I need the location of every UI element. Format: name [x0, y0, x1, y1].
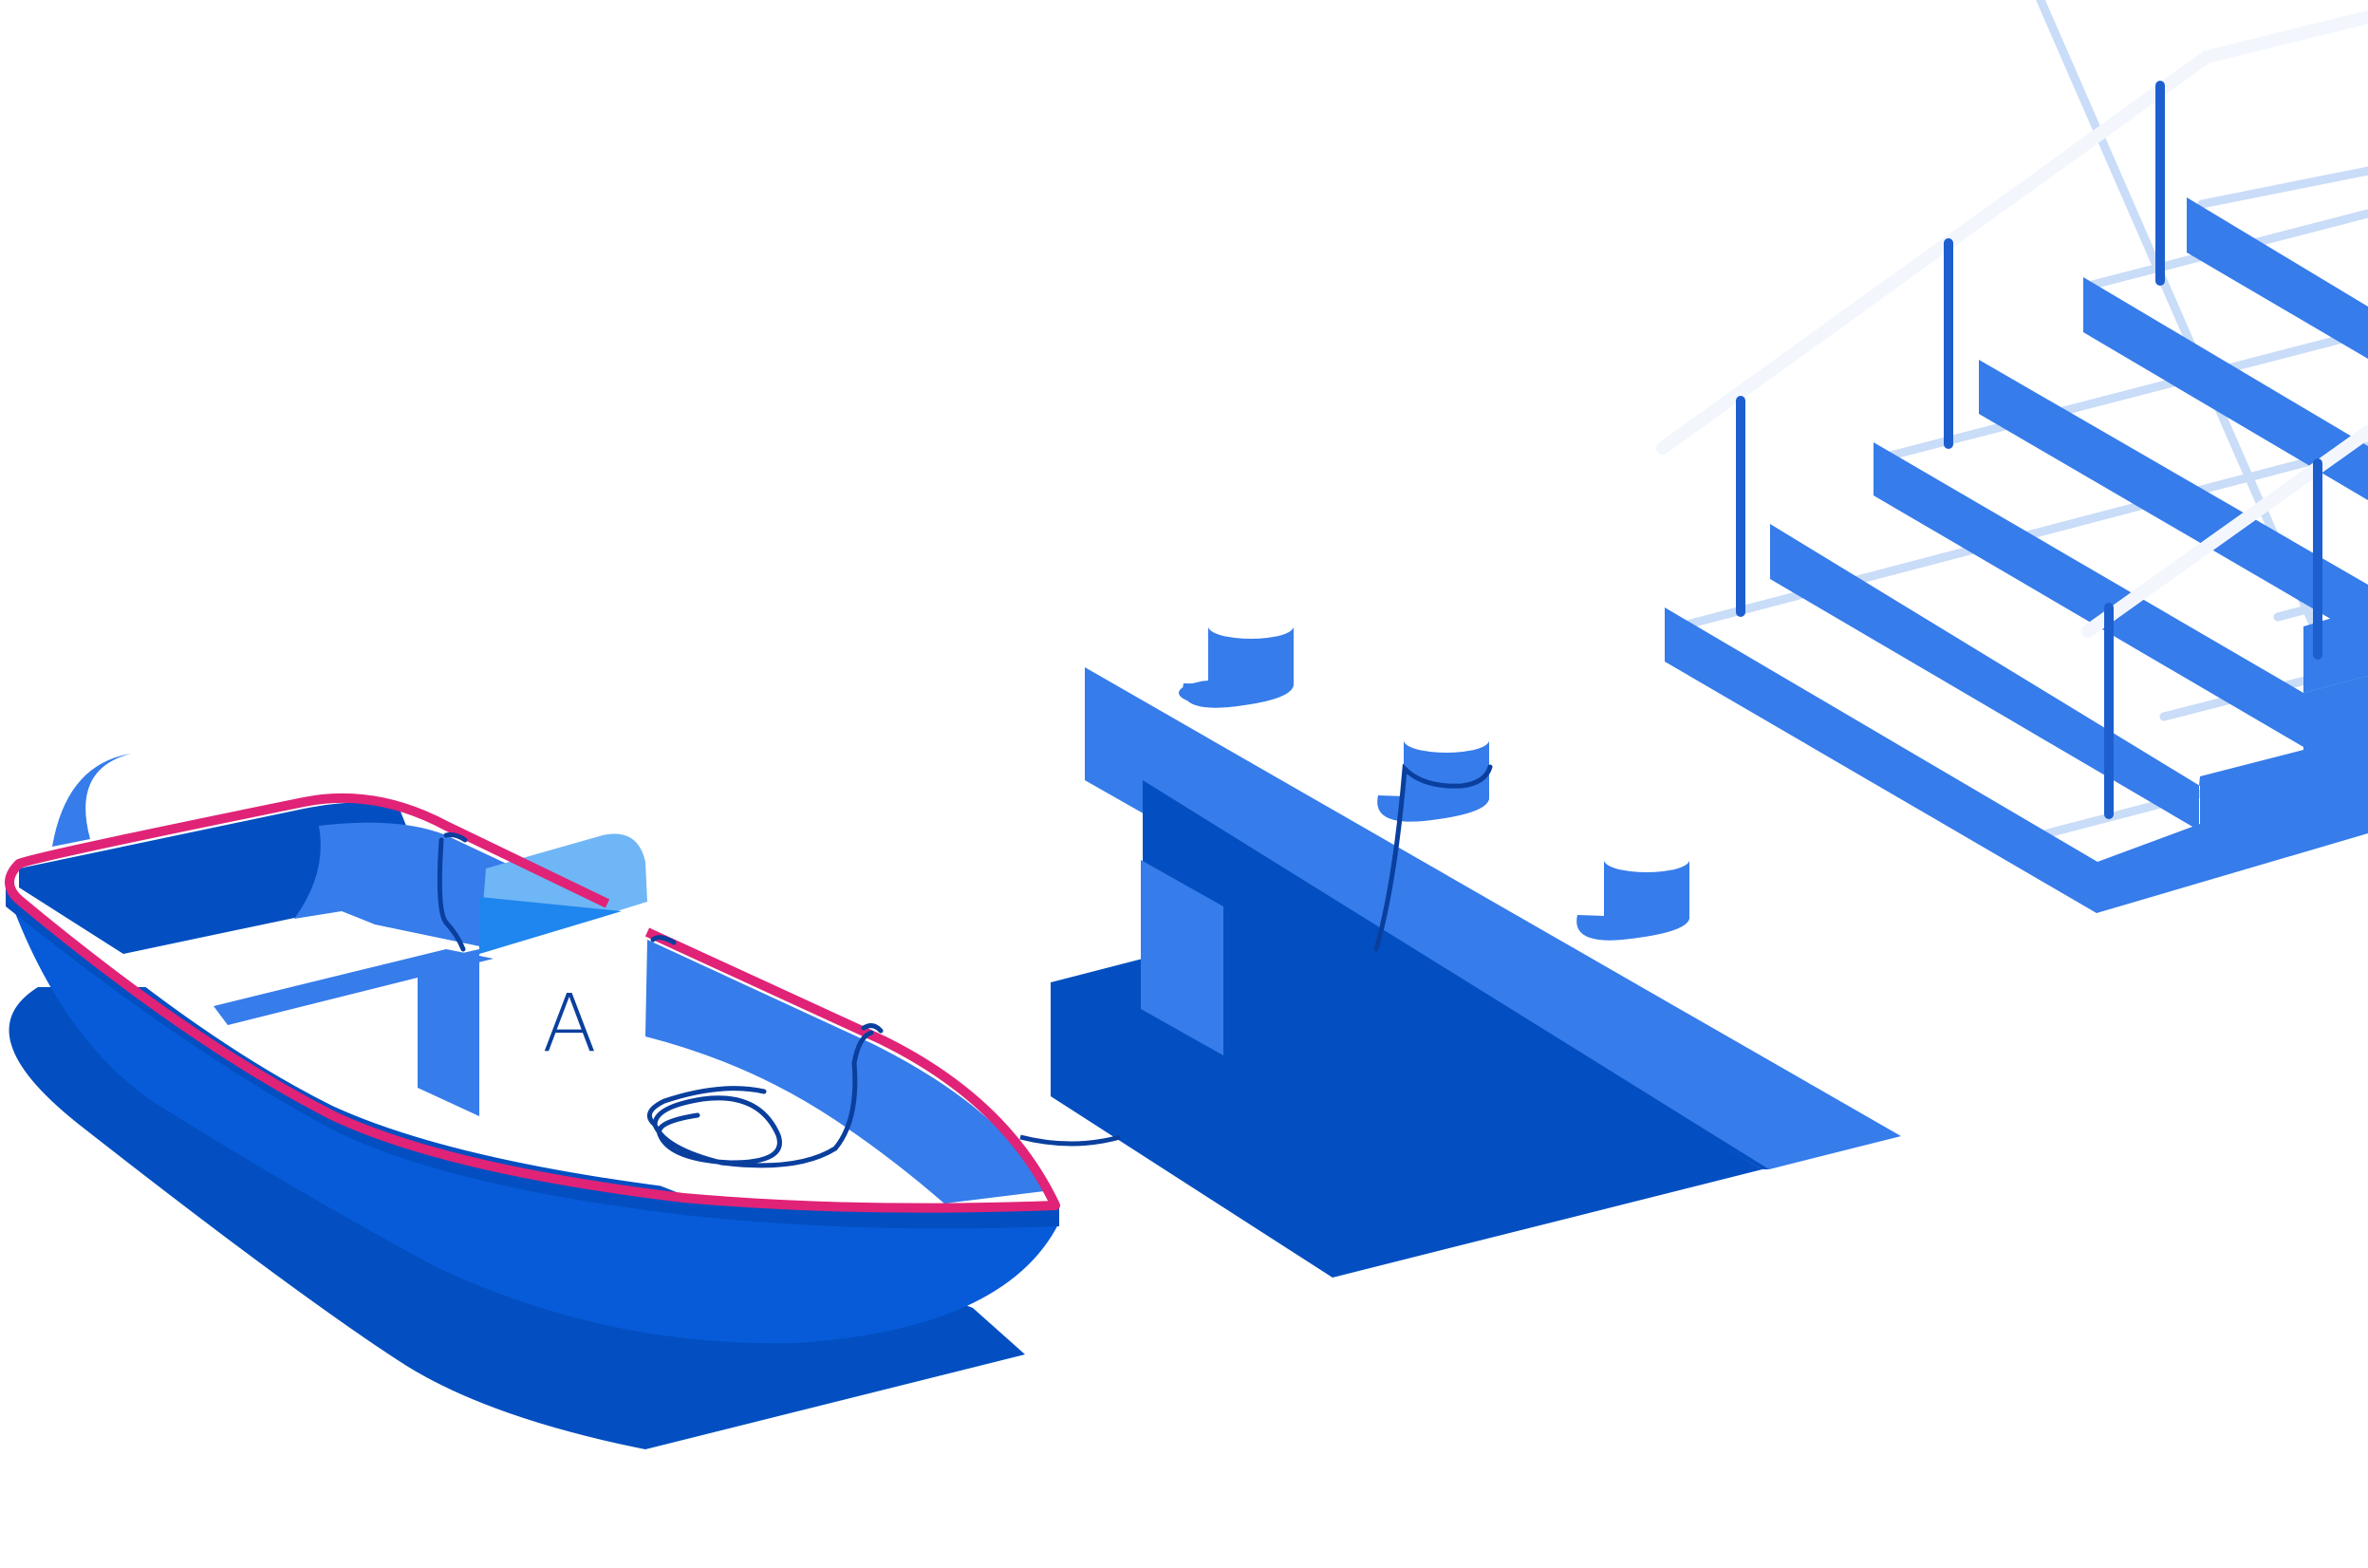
boat-windshield-tint	[479, 897, 622, 954]
dock	[1051, 614, 1901, 1278]
dock-mooring-rope	[1373, 763, 1493, 952]
stair-step-5	[2083, 277, 2368, 500]
stair-steps	[1665, 197, 2368, 913]
dock-shadow	[1051, 812, 1762, 1278]
bollard-3	[1576, 848, 1689, 941]
staircase	[1656, 0, 2368, 913]
stair-step-1	[1665, 607, 2368, 913]
boat-gunwale	[5, 793, 1060, 1213]
boat-fender	[52, 754, 131, 847]
stair-step-3	[1874, 442, 2303, 747]
stair-step-6	[2187, 197, 2368, 359]
bollard-2	[1377, 728, 1489, 822]
dock-support-leg	[1141, 860, 1223, 1055]
boat: A	[5, 754, 1121, 1449]
bollard-1	[1179, 614, 1294, 708]
boat-hull	[6, 887, 1059, 1344]
stair-posts	[1736, 81, 2322, 819]
stair-step-4	[1979, 360, 2368, 641]
boat-letter: A	[542, 977, 596, 1070]
boat-hull-band	[6, 887, 1059, 1229]
gunwale-ropes	[437, 832, 677, 952]
stair-step-2	[1770, 524, 2200, 831]
boat-bench-leg	[418, 949, 479, 1116]
rope-coil	[646, 1023, 884, 1168]
boat-mooring-rope	[1019, 1134, 1121, 1147]
dock-rear-edge	[1143, 780, 1769, 1169]
dock-deck	[1085, 667, 1901, 1169]
stair-landing-right	[2200, 676, 2368, 833]
boat-front-deck	[645, 940, 1044, 1204]
